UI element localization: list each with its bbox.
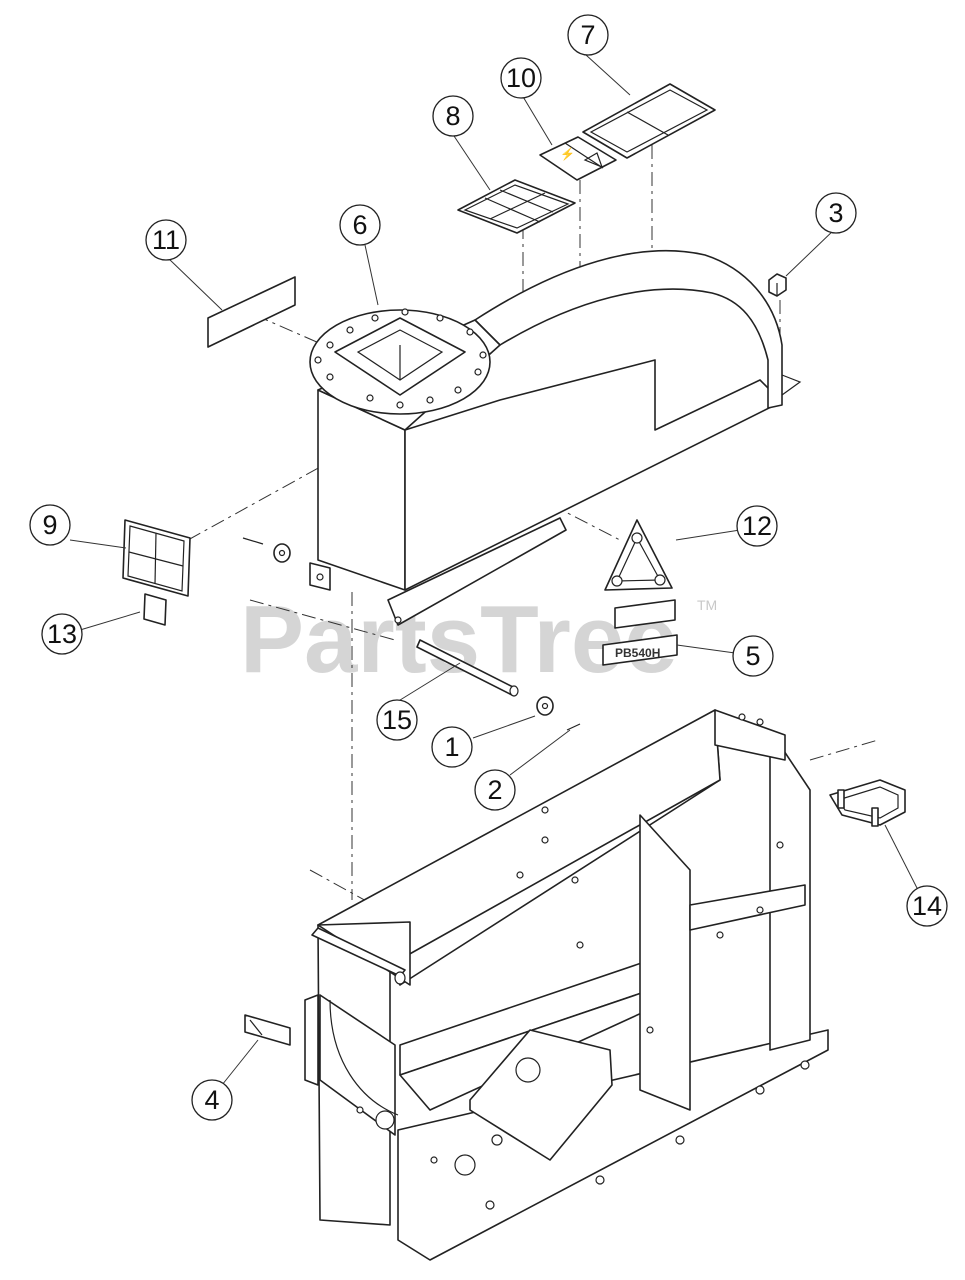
watermark-trademark: TM [697, 597, 717, 613]
pin-and-hardware [242, 537, 581, 731]
watermark: PartsTree TM [240, 586, 717, 693]
callout-3: 3 [815, 192, 857, 234]
callout-13: 13 [41, 613, 83, 655]
callout-6-label: 6 [352, 210, 367, 240]
callout-8-label: 8 [445, 101, 460, 131]
callout-6: 6 [339, 204, 381, 246]
svg-text:⚡: ⚡ [560, 147, 575, 161]
hex-nut [768, 273, 787, 297]
watermark-text: PartsTree [240, 586, 678, 693]
decal-13 [143, 593, 167, 626]
callout-14-label: 14 [912, 891, 942, 921]
callout-7-label: 7 [580, 20, 595, 50]
callout-8: 8 [432, 95, 474, 137]
callout-2: 2 [474, 769, 516, 811]
decal-5: PB540H [602, 599, 678, 666]
leader-lines [69, 54, 919, 1086]
callout-12-label: 12 [742, 511, 772, 541]
callout-10-label: 10 [506, 63, 536, 93]
callout-5: 5 [732, 635, 774, 677]
callout-10: 10 [500, 57, 542, 99]
callout-9-label: 9 [42, 510, 57, 540]
decal-4 [244, 1014, 291, 1046]
decal-11 [207, 276, 296, 348]
callout-4-label: 4 [204, 1085, 219, 1115]
decal-7 [582, 83, 716, 159]
decal-9 [122, 519, 191, 597]
callout-11-label: 11 [152, 225, 180, 255]
main-frame [304, 709, 829, 1261]
callout-14: 14 [906, 885, 948, 927]
bracket-14 [829, 779, 906, 827]
decal-5-text: PB540H [615, 646, 660, 660]
callout-5-label: 5 [745, 641, 760, 671]
callout-2-label: 2 [487, 775, 502, 805]
callout-7: 7 [567, 14, 609, 56]
flange-bolt-holes [314, 308, 487, 409]
decal-12 [604, 519, 673, 591]
callout-15: 15 [376, 699, 418, 741]
callout-1-label: 1 [444, 732, 459, 762]
decal-10: ⚡ [539, 136, 617, 181]
callout-12: 12 [736, 505, 778, 547]
callouts: 1 2 3 4 5 6 7 8 9 10 11 12 13 14 15 [29, 14, 948, 1121]
frame-holes [356, 713, 810, 1210]
chute-housing [309, 249, 802, 626]
callout-13-label: 13 [47, 619, 77, 649]
callout-15-label: 15 [382, 705, 412, 735]
callout-1: 1 [431, 726, 473, 768]
callout-11: 11 [145, 219, 187, 261]
callout-9: 9 [29, 504, 71, 546]
callout-3-label: 3 [828, 198, 843, 228]
decal-8 [457, 179, 576, 234]
callout-4: 4 [191, 1079, 233, 1121]
